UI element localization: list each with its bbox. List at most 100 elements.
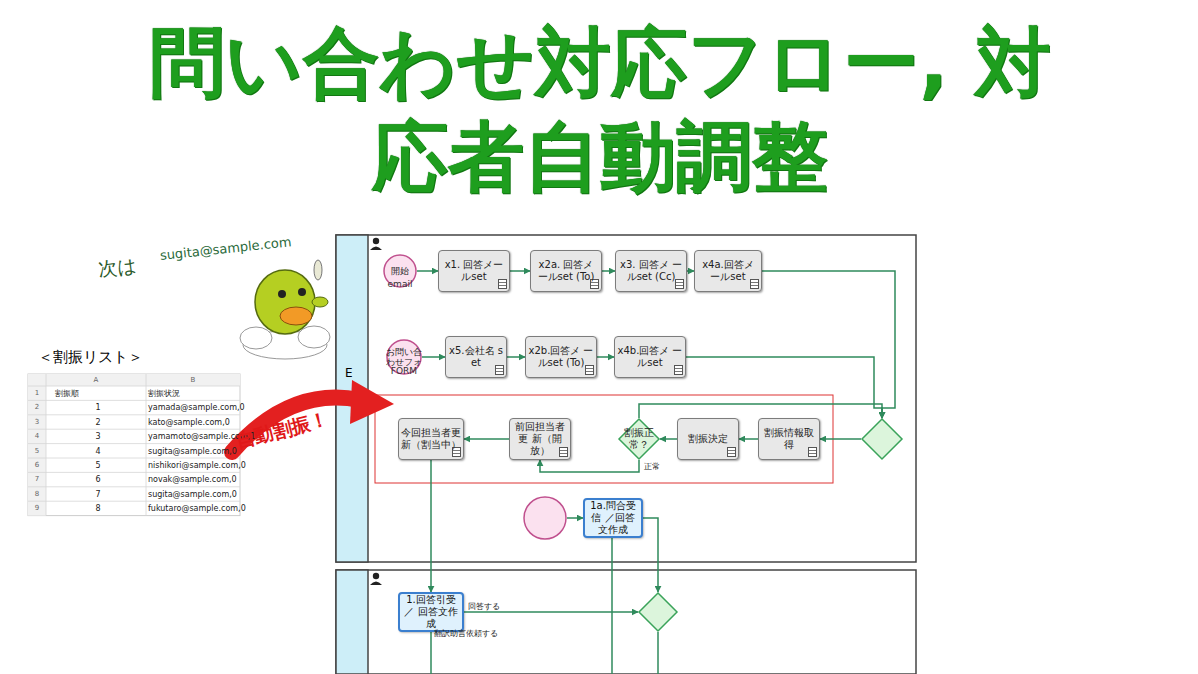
task-box: 今回担当者更 新（割当中）	[398, 418, 464, 460]
table-cell: fukutaro@sample.com,0	[148, 503, 246, 514]
task-box: x2a. 回答メ ールset (To)	[530, 250, 602, 292]
node-text: x3. 回答メ ールset (Cc)	[616, 259, 686, 283]
person-icon	[373, 238, 379, 244]
table-cell: 2	[95, 417, 100, 428]
table-cell: 4	[35, 431, 39, 441]
grid-lines	[28, 374, 240, 516]
task-box: x3. 回答メ ールset (Cc)	[615, 250, 687, 292]
task-box: x2b.回答メ ールset (To)	[525, 336, 597, 378]
flow-stub	[431, 538, 658, 674]
node-text: x5.会社名 set	[446, 345, 506, 369]
table-cell: sugita@sample.com,0	[148, 489, 237, 500]
grid-line	[28, 472, 240, 473]
table-cell: 1	[35, 388, 39, 398]
table-cell: sugita@sample.com,0	[148, 446, 237, 457]
flow-connector	[602, 270, 615, 272]
arrow-body	[232, 398, 360, 452]
table-cell: 6	[95, 474, 100, 485]
note-label: ＜割振リスト＞	[38, 348, 143, 366]
sheet-frame	[28, 374, 240, 516]
node-text: 1.回答引受／ 回答文作成	[400, 594, 462, 630]
flow-connector	[639, 404, 882, 418]
table-cell: nishikori@sample.com,0	[148, 460, 246, 471]
node-text: 前回担当者更 新（開放）	[510, 421, 570, 457]
flow-connector	[567, 517, 583, 519]
note-label: E	[345, 366, 353, 381]
table-cell: 2	[35, 402, 39, 412]
flow-connector	[464, 611, 638, 613]
diamond-shape	[862, 419, 902, 459]
node-text: 割振決定	[686, 433, 730, 445]
table-cell: 8	[35, 489, 39, 499]
table-cell: 1	[95, 402, 100, 413]
pool-frame	[336, 235, 916, 562]
node-text: x2a. 回答メ ールset (To)	[531, 259, 601, 283]
start-event: お問い合 わせフォFORM	[386, 339, 422, 375]
table-cell: novak@sample.com,0	[148, 474, 237, 485]
flow-connector	[643, 518, 658, 592]
node-text: x1. 回答メー ルset	[439, 259, 509, 283]
sheet-grid	[28, 374, 240, 516]
edge-label: 回答する	[468, 601, 500, 612]
node-text: お問い合 わせフォ	[386, 347, 422, 367]
mascot-body	[255, 270, 315, 334]
table-cell: 7	[95, 489, 100, 500]
flow-line	[430, 632, 432, 674]
flow-connector	[660, 438, 677, 440]
gateway-diamond	[638, 592, 678, 632]
sheet-header	[28, 374, 240, 386]
node-text: x4b.回答メ ールset	[615, 345, 685, 369]
node-text: 1a.問合受信 ／回答文作成	[585, 500, 641, 536]
node-text: email	[388, 279, 413, 289]
table-cell: B	[191, 375, 196, 385]
pool-frame	[336, 570, 916, 674]
table-cell: 5	[95, 460, 100, 471]
diamond-shape	[619, 419, 659, 459]
table-cell: kato@sample.com,0	[148, 417, 230, 428]
node-text: FORM	[391, 366, 417, 376]
cloud	[298, 326, 330, 348]
grid-line	[28, 486, 240, 487]
circle-shape	[524, 497, 566, 539]
task-box: x1. 回答メー ルset	[438, 250, 510, 292]
mascot-hand	[312, 297, 328, 307]
note-label: 翻訳助言依頼する	[434, 628, 498, 639]
arrow-head	[350, 380, 394, 424]
flow-connector	[762, 271, 895, 418]
grid-line	[28, 443, 240, 444]
sheet-rowhead	[28, 374, 46, 516]
grid-line	[46, 374, 47, 516]
table-cell: yamada@sample.com,0	[148, 402, 245, 413]
flow-connector	[464, 438, 509, 440]
task-box: 前回担当者更 新（開放）	[509, 418, 571, 460]
person-icon	[370, 247, 382, 251]
task-box: x4b.回答メ ールset	[614, 336, 686, 378]
flow-connector	[540, 460, 639, 472]
flow-connector	[422, 356, 445, 358]
highlight-box	[375, 395, 833, 483]
red-arrow	[232, 380, 394, 452]
flow-connector	[430, 460, 432, 592]
task-box: x4a.回答メ ールset	[694, 250, 762, 292]
table-cell: 5	[35, 446, 39, 456]
flow-connector	[507, 356, 525, 358]
flow-connector	[510, 270, 530, 272]
mascot-eye	[298, 288, 306, 296]
task-box: 割振決定	[677, 418, 739, 460]
flow-connector	[417, 270, 438, 272]
mascot-beak	[280, 307, 312, 325]
table-cell: 6	[35, 460, 39, 470]
flow-line	[611, 538, 613, 674]
table-cell: 3	[95, 431, 100, 442]
table-cell: 9	[35, 503, 39, 513]
title: 問い合わせ対応フロー, 対応者自動調整	[130, 16, 1070, 204]
task-box: 割振情報取得	[758, 418, 820, 460]
flow-connector	[820, 438, 861, 440]
table-cell: 8	[95, 503, 100, 514]
flow-line	[657, 632, 659, 674]
edge-label: 正常	[644, 461, 660, 472]
circle-outline	[523, 496, 567, 540]
table-cell: 3	[35, 417, 39, 427]
flow-connector	[597, 356, 614, 358]
